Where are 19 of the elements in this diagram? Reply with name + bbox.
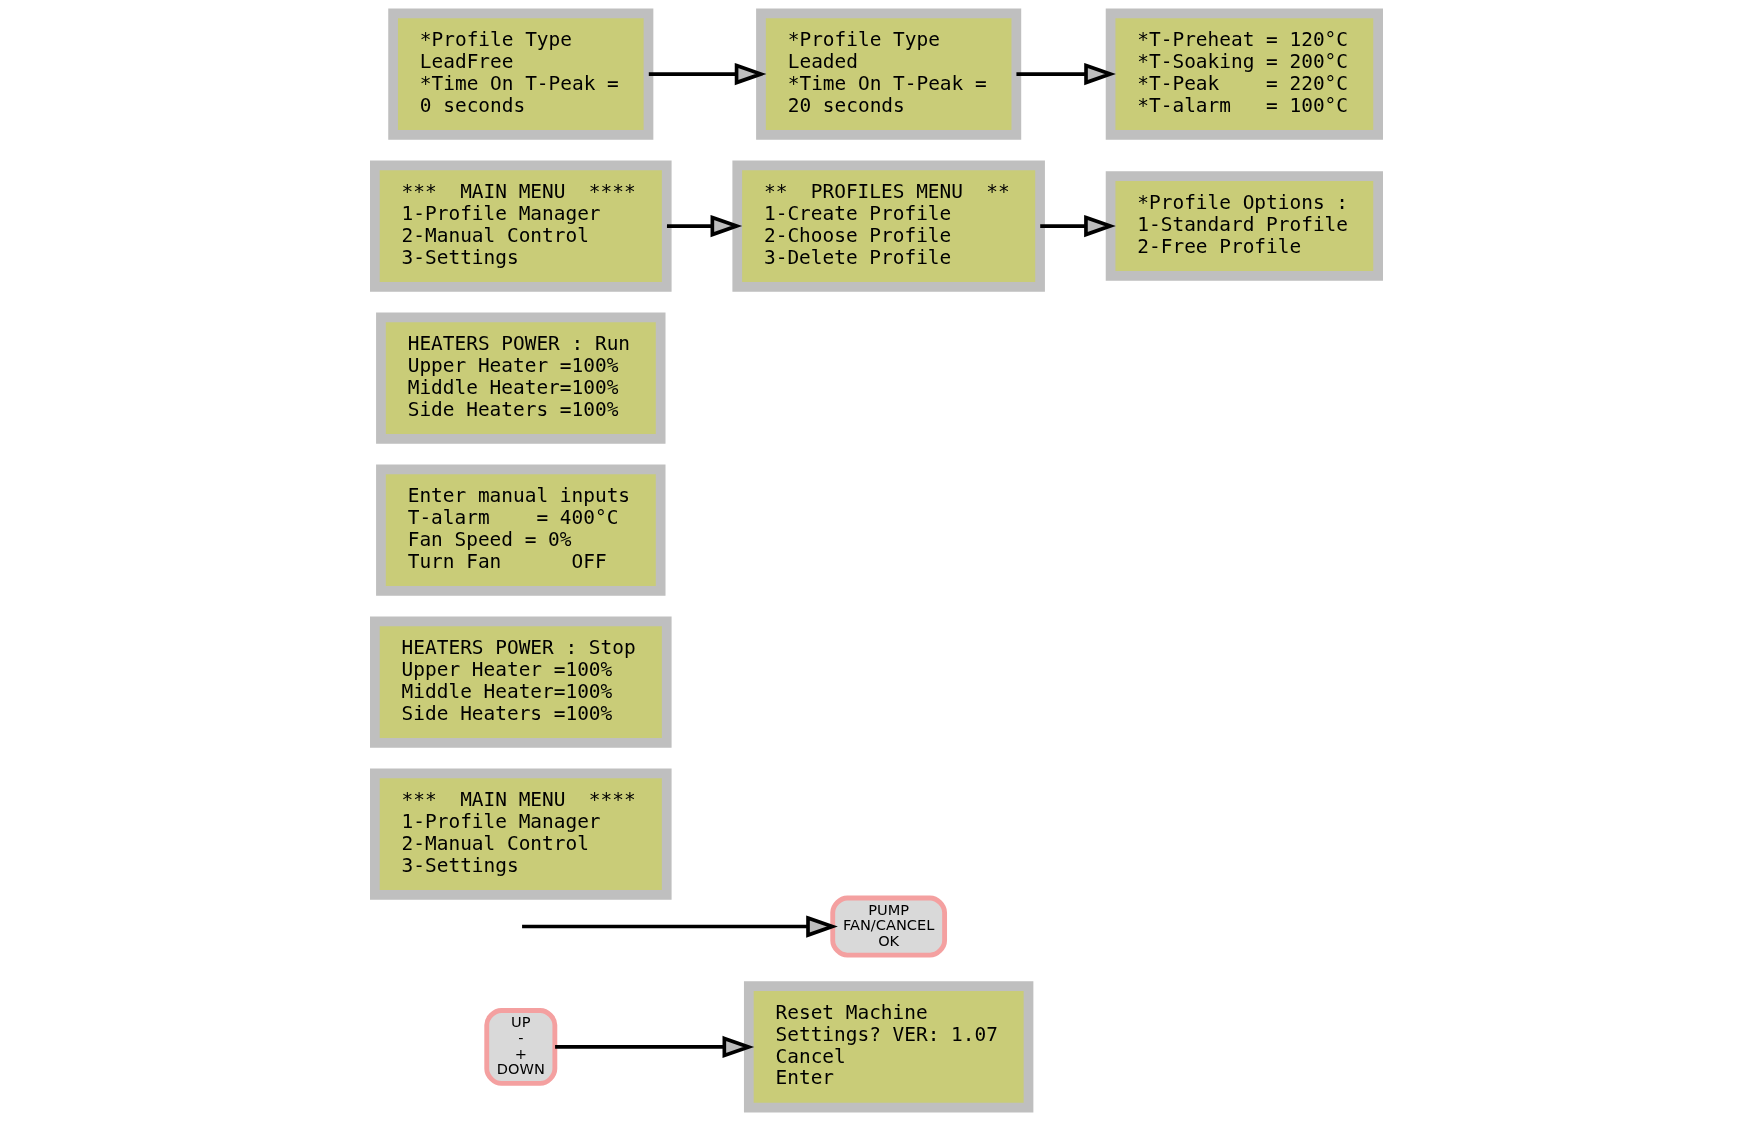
node-box: *** MAIN MENU **** 1-Profile Manager 2-Manual Control 3-Settings [370,160,672,292]
node-box: *** MAIN MENU **** 1-Profile Manager 2-Manual Control 3-Settings [370,768,672,900]
node-box: *T-Preheat = 120°C *T-Soaking = 200°C *T-Peak = 220°C *T-alarm = 100°C [1105,8,1383,140]
arrow [522,915,838,938]
arrow [1016,62,1116,86]
node-box: *Profile Type Leaded *Time On T-Peak = 20 seconds [756,8,1022,140]
arrow [555,1035,755,1059]
node-box: Reset Machine Settings? VER: 1.07 Cancel Enter [743,981,1034,1113]
arrow [648,62,767,86]
node-box: HEATERS POWER : Run Upper Heater =100% Middle Heater=100% Side Heaters =100% [376,312,666,444]
node-box: UP - + DOWN [484,1008,558,1086]
node-box: ** PROFILES MENU ** 1-Create Profile 2-Choose Profile 3-Delete Profile [732,160,1045,292]
node-box: *Profile Options : 1-Standard Profile 2-Free Profile [1105,171,1383,281]
node-box: PUMP FAN/CANCEL OK [830,895,948,958]
node-box: *Profile Type LeadFree *Time On T-Peak = 0 seconds [388,8,654,140]
node-box: HEATERS POWER : Stop Upper Heater =100% Middle Heater=100% Side Heaters =100% [370,616,672,748]
node-box: Enter manual inputs T-alarm = 400°C Fan Speed = 0% Turn Fan OFF [376,464,666,596]
arrow [666,215,743,238]
arrow [1040,215,1116,238]
